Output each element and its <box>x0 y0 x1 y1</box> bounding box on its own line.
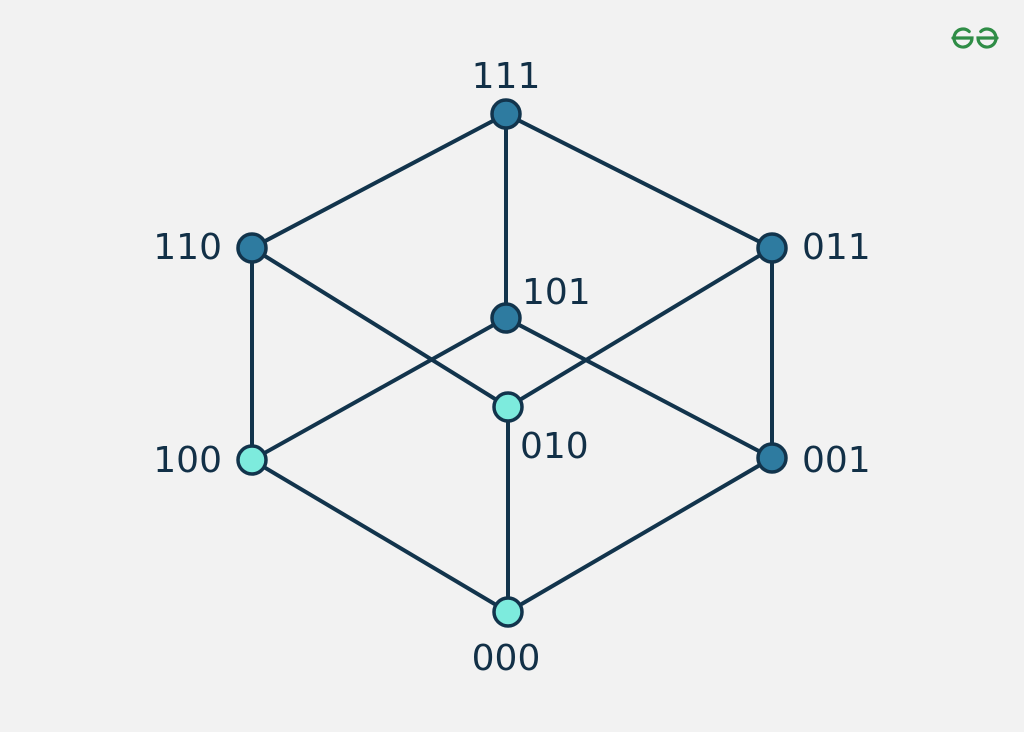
node-001 <box>756 442 788 474</box>
labels: 111 110 011 101 010 100 001 000 <box>153 56 870 679</box>
edge-111-110 <box>251 112 507 250</box>
node-010 <box>492 391 524 423</box>
edge-011-010 <box>506 246 774 409</box>
node-000 <box>492 596 524 628</box>
node-label-011: 011 <box>802 227 871 268</box>
node-011 <box>756 232 788 264</box>
node-label-001: 001 <box>802 440 871 481</box>
edge-111-011 <box>505 112 773 250</box>
geeksforgeeks-logo-icon <box>951 27 999 49</box>
node-label-010: 010 <box>520 426 589 467</box>
edge-101-001 <box>505 316 773 460</box>
node-label-101: 101 <box>522 272 591 313</box>
node-100 <box>236 444 268 476</box>
node-label-100: 100 <box>153 440 222 481</box>
node-label-111: 111 <box>472 56 541 97</box>
node-111 <box>490 98 522 130</box>
edge-110-010 <box>250 246 510 409</box>
edge-100-000 <box>250 458 510 614</box>
edge-101-100 <box>251 316 507 462</box>
edge-001-000 <box>506 456 774 614</box>
nodes <box>236 98 788 628</box>
node-label-110: 110 <box>153 227 222 268</box>
node-101 <box>490 302 522 334</box>
node-label-000: 000 <box>472 638 541 679</box>
edges <box>250 112 774 614</box>
node-110 <box>236 232 268 264</box>
